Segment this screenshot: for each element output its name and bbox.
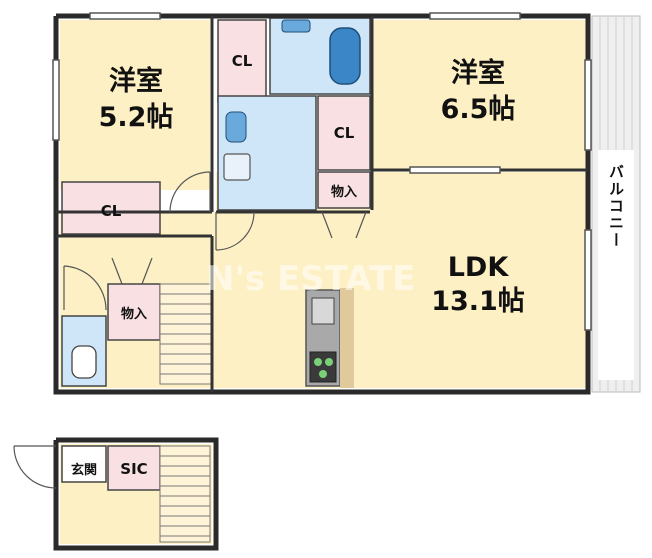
ldk-label-size: 13.1帖 xyxy=(431,286,525,317)
entrance-label: 玄関 xyxy=(71,462,97,478)
windows xyxy=(52,12,592,331)
sic-label: SIC xyxy=(120,460,147,478)
counter-edge xyxy=(340,288,354,388)
storage-center xyxy=(317,171,371,209)
shower-icon xyxy=(281,19,311,33)
toilet-icon xyxy=(71,345,97,379)
stairs-upper xyxy=(159,283,213,385)
closet-left xyxy=(61,181,161,235)
doors xyxy=(63,171,367,311)
room-label-a-name: 洋室 xyxy=(109,65,163,97)
storage-left xyxy=(107,283,161,341)
closet-top-left xyxy=(217,19,267,103)
room-label-b-size: 6.5帖 xyxy=(441,94,516,125)
storage-label-left: 物入 xyxy=(121,306,147,322)
room-floor-west xyxy=(60,20,210,190)
walls-main xyxy=(53,13,591,395)
bathtub-icon xyxy=(329,27,361,85)
entrance-floor xyxy=(13,437,219,551)
washbasin-icon xyxy=(225,111,247,143)
room-floor-east xyxy=(372,20,586,170)
cl-label-left: CL xyxy=(101,202,122,220)
balcony: バルコニー xyxy=(591,15,641,393)
room-label-b-name: 洋室 xyxy=(451,57,505,89)
cl-label-middle: CL xyxy=(334,124,355,142)
storage-label-center: 物入 xyxy=(331,184,357,200)
watermark: N's ESTATE xyxy=(206,259,415,299)
closet-middle xyxy=(317,95,371,171)
washing-machine-icon xyxy=(223,153,251,181)
sink-icon xyxy=(311,297,335,325)
ldk-label-name: LDK xyxy=(448,252,510,283)
cl-label-top-left: CL xyxy=(232,52,253,70)
balcony-label: バルコニー xyxy=(607,164,625,249)
walls-interior xyxy=(56,16,588,392)
room-label-a-size: 5.2帖 xyxy=(99,102,174,133)
